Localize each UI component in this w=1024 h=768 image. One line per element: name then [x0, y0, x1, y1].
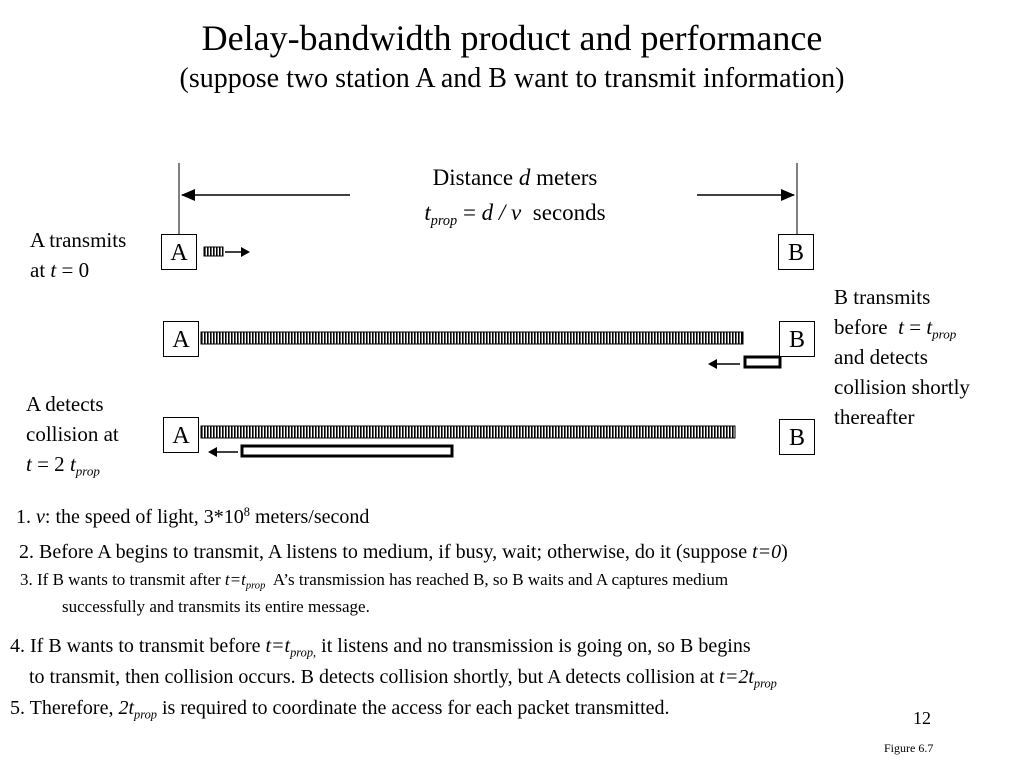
note-3-continued: successfully and transmits its entire me…: [62, 597, 370, 616]
station-a-row3: A: [163, 417, 199, 453]
distance-arrowhead-left: [181, 189, 195, 201]
slide-subtitle: (suppose two station A and B want to tra…: [179, 63, 845, 94]
b-packet-arrowhead-row2: [708, 359, 717, 369]
station-b-row1: B: [778, 234, 814, 270]
a-transmits-label: A transmits at t = 0: [30, 228, 127, 282]
note-4: 4. If B wants to transmit before t=tprop…: [10, 635, 751, 660]
note-4-continued: to transmit, then collision occurs. B de…: [29, 666, 777, 691]
page-number: 12: [913, 708, 931, 728]
a-packet-long-row2: [200, 331, 744, 345]
a-packet-long-row3: [200, 425, 736, 439]
note-5: 5. Therefore, 2tprop is required to coor…: [10, 697, 670, 722]
b-packet-row2: [743, 355, 782, 369]
figure-caption: Figure 6.7: [884, 741, 934, 755]
b-packet-row3: [240, 444, 454, 458]
note-1: 1. ν: the speed of light, 3*108 meters/s…: [16, 505, 370, 528]
a-packet-short: [203, 246, 224, 257]
note-3: 3. If B wants to transmit after t=tprop …: [20, 570, 729, 592]
b-packet-arrowhead-row3: [208, 447, 217, 457]
distance-arrowhead-right: [781, 189, 795, 201]
station-b-row3: B: [779, 419, 815, 455]
tprop-label: tprop = d / ν seconds: [424, 200, 606, 229]
a-detects-label: A detects collision at t = 2 tprop: [26, 392, 119, 479]
distance-label: Distance d meters: [432, 165, 598, 190]
station-b-row2: B: [779, 321, 815, 357]
a-packet-arrowhead: [241, 247, 250, 257]
station-a-row1: A: [161, 234, 197, 270]
b-transmits-label: B transmits before t = tprop and detects…: [834, 285, 970, 429]
note-2: 2. Before A begins to transmit, A listen…: [19, 541, 788, 563]
slide-title: Delay-bandwidth product and performance: [201, 18, 823, 58]
station-a-row2: A: [163, 321, 199, 357]
